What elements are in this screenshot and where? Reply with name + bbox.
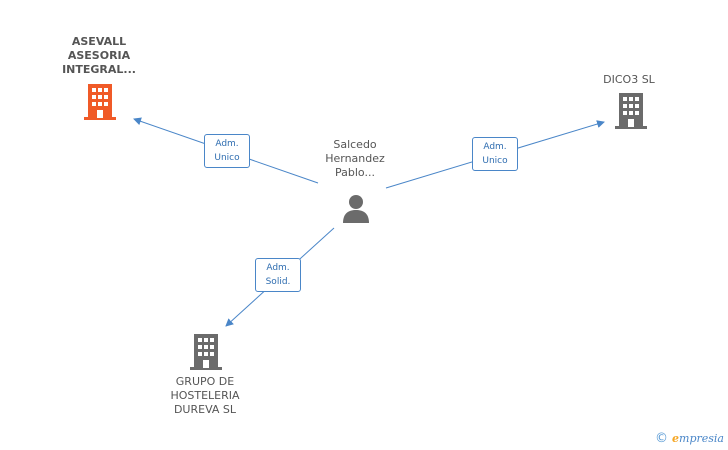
brand-logo-e: e bbox=[672, 432, 680, 445]
edge-badge-dico3[interactable]: Adm. Unico bbox=[472, 137, 518, 171]
brand-logo: empresia bbox=[672, 432, 724, 445]
edge-asevall-line-2: Unico bbox=[214, 153, 240, 163]
person-icon[interactable] bbox=[341, 193, 371, 223]
node-center-line-3: Pablo... bbox=[335, 166, 375, 179]
node-dico3-line-1: DICO3 SL bbox=[603, 73, 655, 86]
node-dico3-label[interactable]: DICO3 SL bbox=[584, 73, 674, 87]
edge-dico3-line-2: Unico bbox=[482, 156, 508, 166]
footer-brand: ©empresia bbox=[655, 431, 724, 446]
node-grupo-line-1: GRUPO DE bbox=[175, 375, 235, 388]
node-asevall-line-3: INTEGRAL... bbox=[62, 63, 136, 76]
node-grupo-line-2: HOSTELERIA bbox=[170, 389, 240, 402]
node-grupo-line-3: DUREVA SL bbox=[173, 403, 237, 416]
building-icon[interactable] bbox=[190, 334, 222, 370]
building-icon[interactable] bbox=[615, 93, 647, 129]
edge-grupo-line-1: Adm. bbox=[266, 263, 290, 273]
edge-asevall-line-1: Adm. bbox=[215, 139, 239, 149]
edge-badge-asevall[interactable]: Adm. Unico bbox=[204, 134, 250, 168]
node-grupo-label[interactable]: GRUPO DE HOSTELERIA DUREVA SL bbox=[150, 375, 260, 417]
node-center-line-2: Hernandez bbox=[325, 152, 385, 165]
node-center-label[interactable]: Salcedo Hernandez Pablo... bbox=[305, 138, 405, 180]
node-asevall-label[interactable]: ASEVALL ASESORIA INTEGRAL... bbox=[40, 35, 158, 77]
edge-grupo-line-2: Solid. bbox=[265, 277, 291, 287]
building-icon[interactable] bbox=[84, 84, 116, 120]
node-center-line-1: Salcedo bbox=[333, 138, 377, 151]
copyright-symbol: © bbox=[655, 431, 669, 446]
edge-dico3-line-1: Adm. bbox=[483, 142, 507, 152]
brand-logo-rest: mpresia bbox=[679, 432, 724, 445]
edge-badge-grupo[interactable]: Adm. Solid. bbox=[255, 258, 301, 292]
node-asevall-line-2: ASESORIA bbox=[67, 49, 131, 62]
node-asevall-line-1: ASEVALL bbox=[71, 35, 127, 48]
